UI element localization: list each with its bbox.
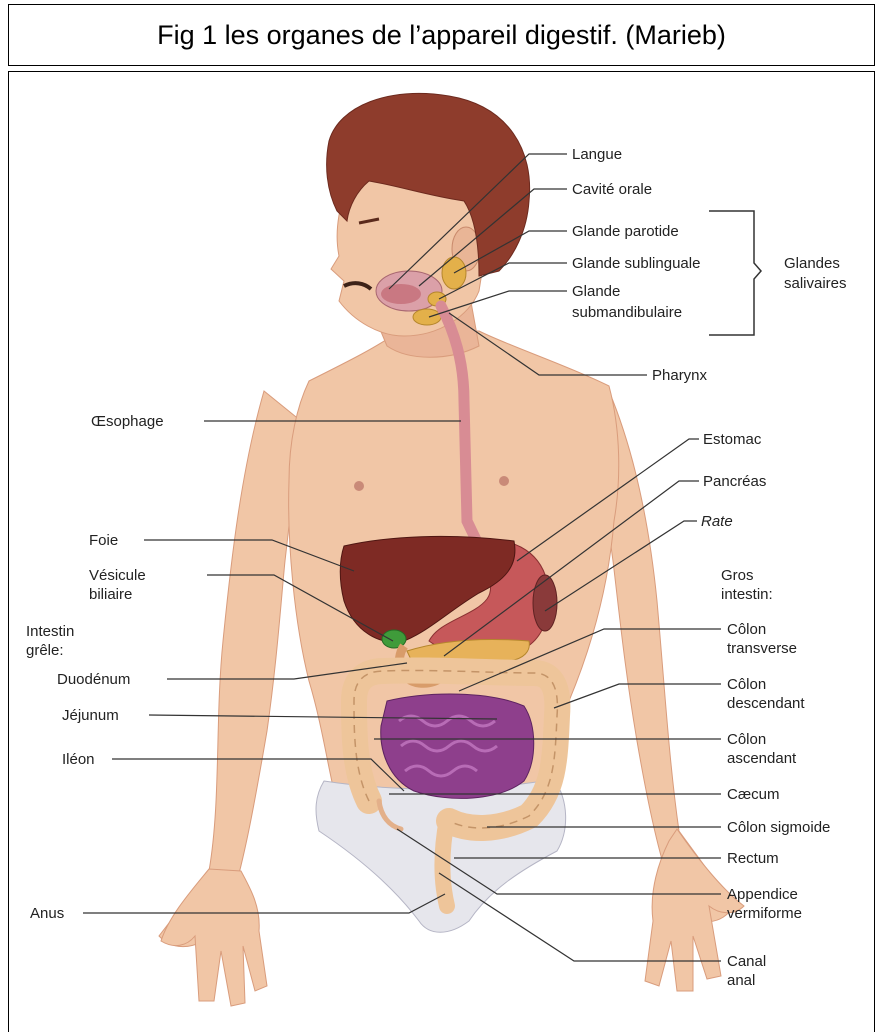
rectum — [443, 819, 448, 906]
figure-caption: Fig 1 les organes de l’appareil digestif… — [157, 20, 726, 51]
label-gros-intestin-2: intestin: — [721, 586, 773, 603]
figure-panel: Langue Cavité orale Glande parotide Glan… — [8, 71, 875, 1032]
label-glandes-salivaires-2: salivaires — [784, 275, 847, 292]
label-glande-submandibulaire-2: submandibulaire — [572, 304, 682, 321]
label-foie: Foie — [89, 532, 118, 549]
label-vesicule-2: biliaire — [89, 586, 132, 603]
label-pharynx: Pharynx — [652, 367, 708, 384]
label-canal-anal-2: anal — [727, 972, 755, 989]
label-ileon: Iléon — [62, 751, 95, 768]
small-intestine — [381, 694, 534, 798]
label-oesophage: Œsophage — [91, 413, 164, 430]
label-glande-submandibulaire-1: Glande — [572, 283, 620, 300]
label-jejunum: Jéjunum — [62, 707, 119, 724]
left-arm — [159, 391, 301, 947]
label-rate: Rate — [701, 513, 733, 530]
label-rectum: Rectum — [727, 850, 779, 867]
tongue — [381, 284, 421, 304]
label-anus: Anus — [30, 905, 64, 922]
label-colon-descendant-1: Côlon — [727, 676, 766, 693]
label-canal-anal-1: Canal — [727, 953, 766, 970]
label-colon-descendant-2: descendant — [727, 695, 805, 712]
figure-caption-box: Fig 1 les organes de l’appareil digestif… — [8, 4, 875, 66]
label-estomac: Estomac — [703, 431, 762, 448]
label-appendice-2: vermiforme — [727, 905, 802, 922]
digestive-system-diagram: Langue Cavité orale Glande parotide Glan… — [9, 72, 875, 1032]
salivary-bracket — [709, 211, 761, 335]
label-duodenum: Duodénum — [57, 671, 130, 688]
label-intestin-grele-1: Intestin — [26, 623, 74, 640]
label-pancreas: Pancréas — [703, 473, 766, 490]
spleen — [533, 575, 557, 631]
left-nipple — [354, 481, 364, 491]
label-colon-sigmoide: Côlon sigmoide — [727, 819, 830, 836]
label-vesicule-1: Vésicule — [89, 567, 146, 584]
label-glandes-salivaires-1: Glandes — [784, 255, 840, 272]
label-caecum: Cæcum — [727, 786, 780, 803]
label-glande-sublinguale: Glande sublinguale — [572, 255, 700, 272]
leader-anus — [83, 894, 445, 913]
label-glande-parotide: Glande parotide — [572, 223, 679, 240]
label-appendice-1: Appendice — [727, 886, 798, 903]
label-gros-intestin-1: Gros — [721, 567, 754, 584]
right-nipple — [499, 476, 509, 486]
label-colon-transverse-1: Côlon — [727, 621, 766, 638]
label-langue: Langue — [572, 146, 622, 163]
label-colon-transverse-2: transverse — [727, 640, 797, 657]
label-intestin-grele-2: grêle: — [26, 642, 64, 659]
submandibular-gland — [413, 309, 441, 325]
left-hand — [161, 869, 267, 1006]
label-colon-ascendant-2: ascendant — [727, 750, 797, 767]
label-cavite-orale: Cavité orale — [572, 181, 652, 198]
label-colon-ascendant-1: Côlon — [727, 731, 766, 748]
